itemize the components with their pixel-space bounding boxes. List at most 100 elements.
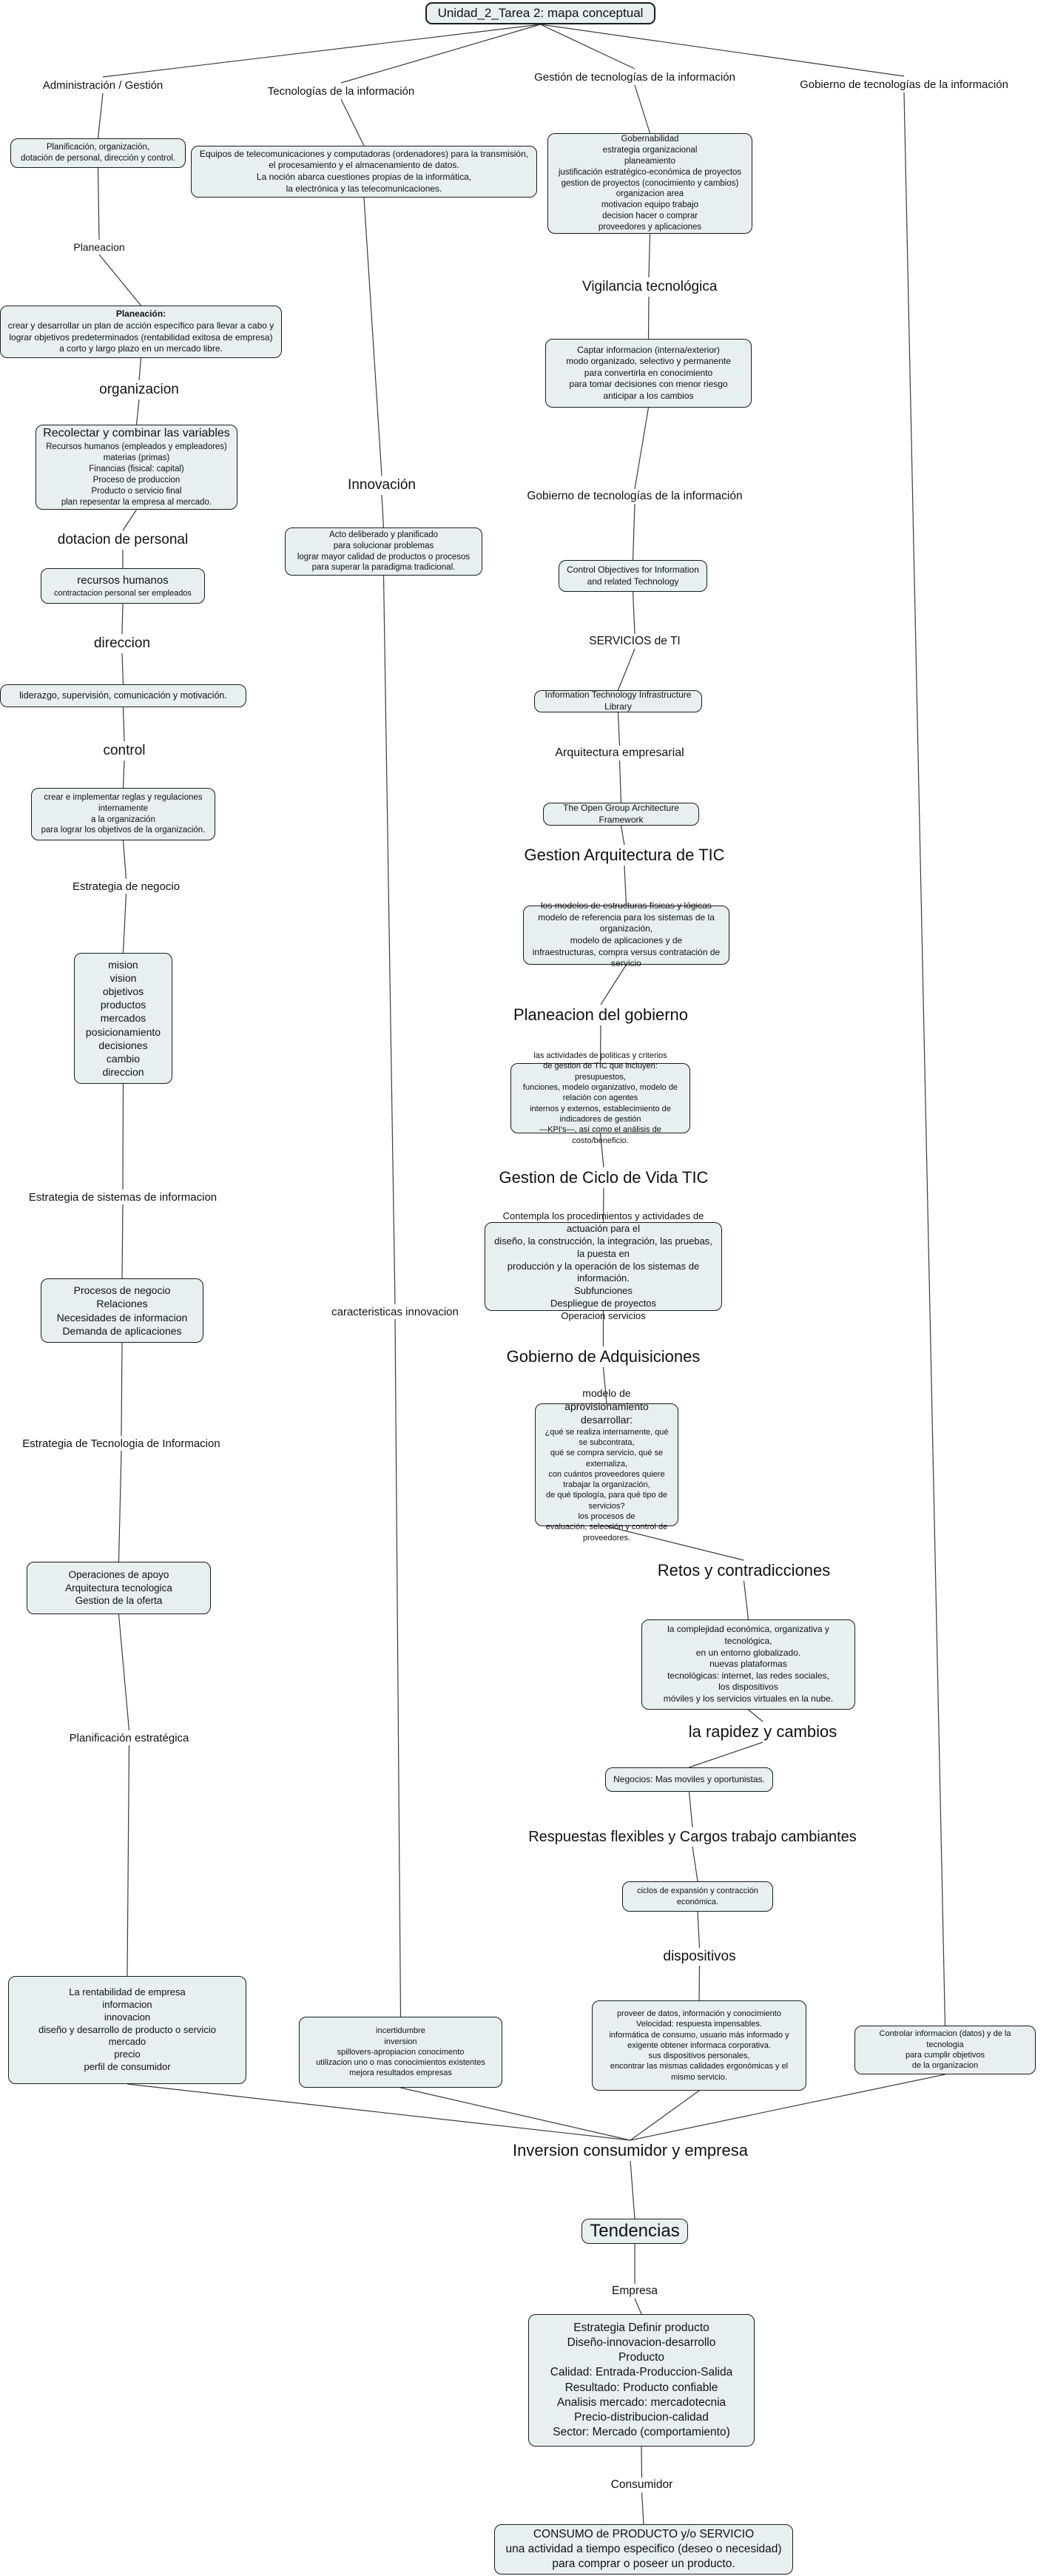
label-administracion-gestion[interactable]: Administración / Gestión [33, 77, 173, 93]
node-complejidad-economica[interactable]: la complejidad económica, organizativa y… [641, 1619, 855, 1710]
node-liderazgo[interactable]: liderazgo, supervisión, comunicación y m… [0, 684, 246, 707]
node-ciclos-expansion-line: económica. [676, 1897, 719, 1906]
label-gestion-ciclo-vida-tic-line: Gestion de Ciclo de Vida TIC [499, 1168, 709, 1187]
node-togaf[interactable]: The Open Group Architecture Framework [543, 803, 699, 826]
node-estrategia-definir-producto-line: Calidad: Entrada-Produccion-Salida [550, 2366, 733, 2379]
label-estrategia-tecnologia-line: Estrategia de Tecnologia de Informacion [22, 1437, 220, 1450]
node-modelos-estructuras-line: infraestructuras, compra versus contrata… [532, 946, 721, 969]
node-controlar-informacion[interactable]: Controlar informacion (datos) y de la te… [854, 2026, 1036, 2074]
node-proveer-datos-line: informática de consumo, usuario más info… [609, 2030, 789, 2040]
node-gobernabilidad-line: estrategia organizacional [602, 145, 698, 155]
node-consumo-producto-line: CONSUMO de PRODUCTO y/o SERVICIO [533, 2527, 755, 2540]
node-equipos-telecomunicaciones-line: La noción abarca cuestiones propias de l… [256, 172, 472, 182]
label-servicios-ti[interactable]: SERVICIOS de TI [587, 634, 683, 649]
label-estrategia-tecnologia[interactable]: Estrategia de Tecnologia de Informacion [10, 1436, 232, 1451]
node-estrategia-definir-producto-line: Diseño-innovacion-desarrollo [567, 2336, 716, 2350]
label-innovacion[interactable]: Innovación [348, 476, 416, 495]
label-planeacion[interactable]: Planeacion [70, 240, 129, 254]
label-arquitectura-empresarial-line: Arquitectura empresarial [555, 746, 684, 759]
node-contempla-procedimientos-line: Operacion servicios [561, 1310, 646, 1322]
label-estrategia-negocio[interactable]: Estrategia de negocio [69, 879, 183, 894]
label-rapidez-cambios[interactable]: la rapidez y cambios [685, 1722, 840, 1742]
label-organizacion[interactable]: organizacion [98, 380, 180, 399]
label-consumidor[interactable]: Consumidor [607, 2478, 677, 2492]
label-dotacion-personal[interactable]: dotacion de personal [57, 530, 189, 550]
node-gobernabilidad-line: justificación estratégico-económica de p… [558, 167, 742, 177]
label-estrategia-sistemas[interactable]: Estrategia de sistemas de informacion [19, 1190, 226, 1204]
label-empresa[interactable]: Empresa [609, 2284, 661, 2299]
title-box[interactable]: Unidad_2_Tarea 2: mapa conceptual [425, 2, 655, 24]
node-estrategia-definir-producto-line: Estrategia Definir producto [573, 2321, 709, 2334]
label-planeacion-gobierno-line: Planeacion del gobierno [513, 1005, 689, 1024]
node-recolectar-variables-line: Financias (fisical: capital) [89, 464, 184, 473]
node-modelos-estructuras[interactable]: los modelos de estructuras físicas y lóg… [523, 900, 729, 968]
node-modelo-aprovisionamiento-line: los procesos de [578, 1512, 635, 1522]
label-caracteristicas-innovacion[interactable]: caracteristicas innovacion [321, 1304, 469, 1319]
label-retos-contradicciones[interactable]: Retos y contradicciones [653, 1560, 834, 1581]
node-contempla-procedimientos[interactable]: Contempla los procedimientos y actividad… [485, 1210, 722, 1321]
node-gobernabilidad-line: planeamiento [624, 156, 676, 166]
node-contempla-procedimientos-line: Subfunciones [574, 1285, 633, 1297]
node-reglas-regulaciones-line: crear e implementar reglas y regulacione… [44, 792, 203, 802]
node-equipos-telecomunicaciones[interactable]: Equipos de telecomunicaciones y computad… [191, 146, 537, 198]
label-planeacion-gobierno[interactable]: Planeacion del gobierno [512, 1005, 689, 1025]
label-gestion-tecnologias[interactable]: Gestión de tecnologías de la información [511, 69, 758, 85]
label-gobierno-ti-seccion[interactable]: Gobierno de tecnologías de la informació… [524, 489, 746, 504]
label-inversion-consumidor-empresa[interactable]: Inversion consumidor y empresa [501, 2140, 760, 2161]
label-gestion-arquitectura-tic[interactable]: Gestion Arquitectura de TIC [521, 845, 728, 866]
node-actividades-politicas[interactable]: las actividades de politicas y criterios… [510, 1051, 690, 1145]
node-captar-informacion[interactable]: Captar informacion (interna/exterior)mod… [545, 339, 752, 408]
label-arquitectura-empresarial[interactable]: Arquitectura empresarial [551, 746, 688, 761]
label-dispositivos[interactable]: dispositivos [661, 1948, 738, 1966]
node-complejidad-economica-line: móviles y los servicios virtuales en la … [663, 1693, 834, 1704]
label-control[interactable]: control [102, 741, 146, 761]
node-recolectar-variables-line: Producto o servicio final [91, 486, 182, 496]
label-gestion-ciclo-vida-tic[interactable]: Gestion de Ciclo de Vida TIC [496, 1167, 711, 1188]
label-vigilancia-tecnologica-line: Vigilancia tecnológica [582, 279, 718, 294]
node-planeacion-definicion[interactable]: Planeación:crear y desarrollar un plan d… [0, 306, 282, 358]
label-planificacion-estrategica[interactable]: Planificación estratégica [64, 1730, 194, 1745]
label-gobierno-tecnologias[interactable]: Gobierno de tecnologías de la informació… [772, 76, 1036, 92]
node-negocios-moviles[interactable]: Negocios: Mas moviles y oportunistas. [605, 1767, 773, 1792]
node-recursos-humanos-line: contractacion personal ser empleados [54, 588, 192, 598]
node-planeacion-definicion-line: lograr objetivos predeterminados (rentab… [9, 331, 273, 343]
node-acto-deliberado-line: para superar la paradigma tradicional. [311, 563, 456, 573]
node-rentabilidad-empresa-line: mercado [108, 2036, 146, 2048]
node-planificacion-organizacion-line: dotación de personal, dirección y contro… [20, 154, 176, 163]
label-rapidez-cambios-line: la rapidez y cambios [688, 1722, 837, 1741]
node-procesos-negocio-line: Demanda de aplicaciones [62, 1324, 182, 1337]
label-gobierno-adquisiciones[interactable]: Gobierno de Adquisiciones [505, 1346, 701, 1367]
node-proveer-datos[interactable]: proveer de datos, información y conocimi… [592, 2000, 806, 2091]
node-proveer-datos-line: Velocidad: respuesta impensables. [636, 2020, 762, 2029]
node-itil[interactable]: Information Technology Infrastructure Li… [534, 689, 702, 712]
label-tecnologias-informacion[interactable]: Tecnologías de la información [250, 83, 432, 99]
node-modelos-estructuras-line: modelo de referencia para los sistemas d… [538, 911, 715, 923]
label-empresa-line: Empresa [611, 2285, 658, 2297]
label-respuestas-flexibles[interactable]: Respuestas flexibles y Cargos trabajo ca… [515, 1827, 870, 1847]
node-reglas-regulaciones[interactable]: crear e implementar reglas y regulacione… [31, 788, 215, 840]
label-vigilancia-tecnologica[interactable]: Vigilancia tecnológica [582, 277, 718, 297]
node-reglas-regulaciones-line: internamente [98, 803, 149, 813]
node-acto-deliberado-line: para solucionar problemas [333, 541, 434, 550]
node-tendencias[interactable]: Tendencias [581, 2219, 688, 2244]
node-controlar-informacion-line: para cumplir objetivos [906, 2051, 985, 2060]
label-direccion[interactable]: direccion [92, 634, 152, 653]
node-planificacion-organizacion[interactable]: Planificación, organización,dotación de … [10, 138, 186, 168]
node-rentabilidad-empresa-line: informacion [102, 1998, 152, 2010]
